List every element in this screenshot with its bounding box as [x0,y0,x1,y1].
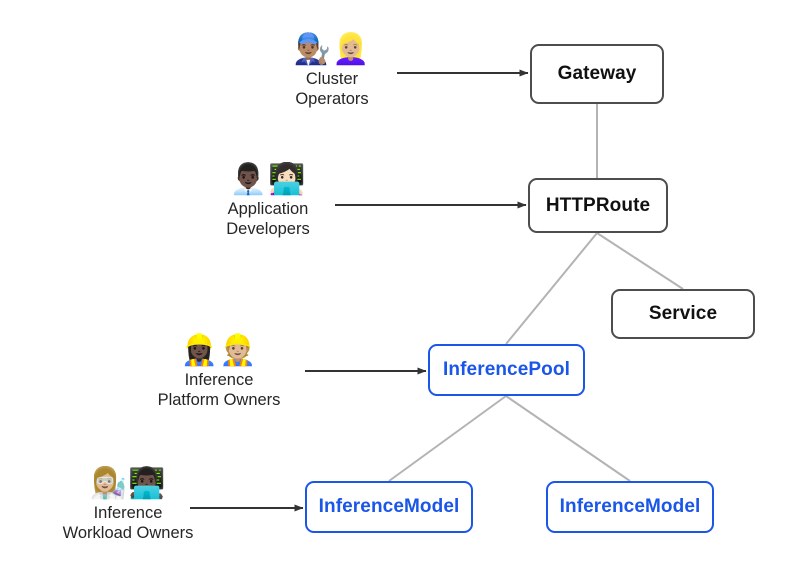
actor-inference-workload-owners: 👩🏼‍🔬👨🏿‍💻Inference Workload Owners [33,467,223,543]
actor-cluster-operators: 👨🏽‍🔧👱🏼‍♀️Cluster Operators [237,33,427,109]
construction-worker-pair-icon: 👷🏿‍♀️👷🏼 [180,333,258,368]
node-label: Service [648,303,718,324]
actor-label: Inference Platform Owners [157,371,281,409]
node-service: Service [611,289,755,339]
actor-application-developers: 👨🏿‍💼👩🏻‍💻Application Developers [173,163,363,239]
actor-label: Inference Workload Owners [62,504,194,542]
office-worker-technologist-pair-icon: 👨🏿‍💼👩🏻‍💻 [229,162,307,197]
actor-inference-platform-owners: 👷🏿‍♀️👷🏼Inference Platform Owners [124,334,314,410]
node-gateway: Gateway [530,44,664,104]
node-label: InferenceModel [318,496,460,517]
node-label: HTTPRoute [545,194,651,216]
node-httproute: HTTPRoute [528,178,668,233]
connector-httproute-pool [505,232,598,345]
node-pool: InferencePool [428,344,585,396]
node-model2: InferenceModel [546,481,714,533]
node-label: Gateway [557,63,637,84]
node-label: InferenceModel [559,496,701,517]
scientist-technologist-pair-icon: 👩🏼‍🔬👨🏿‍💻 [89,466,167,501]
connector-httproute-service [596,232,684,290]
connector-pool-model1 [388,395,507,482]
actor-label: Cluster Operators [295,70,369,108]
actor-arrows [190,69,529,512]
connector-pool-model2 [505,395,631,482]
actor-label: Application Developers [226,200,310,238]
mechanic-pair-icon: 👨🏽‍🔧👱🏼‍♀️ [293,32,371,67]
node-model1: InferenceModel [305,481,473,533]
node-label: InferencePool [443,359,570,380]
